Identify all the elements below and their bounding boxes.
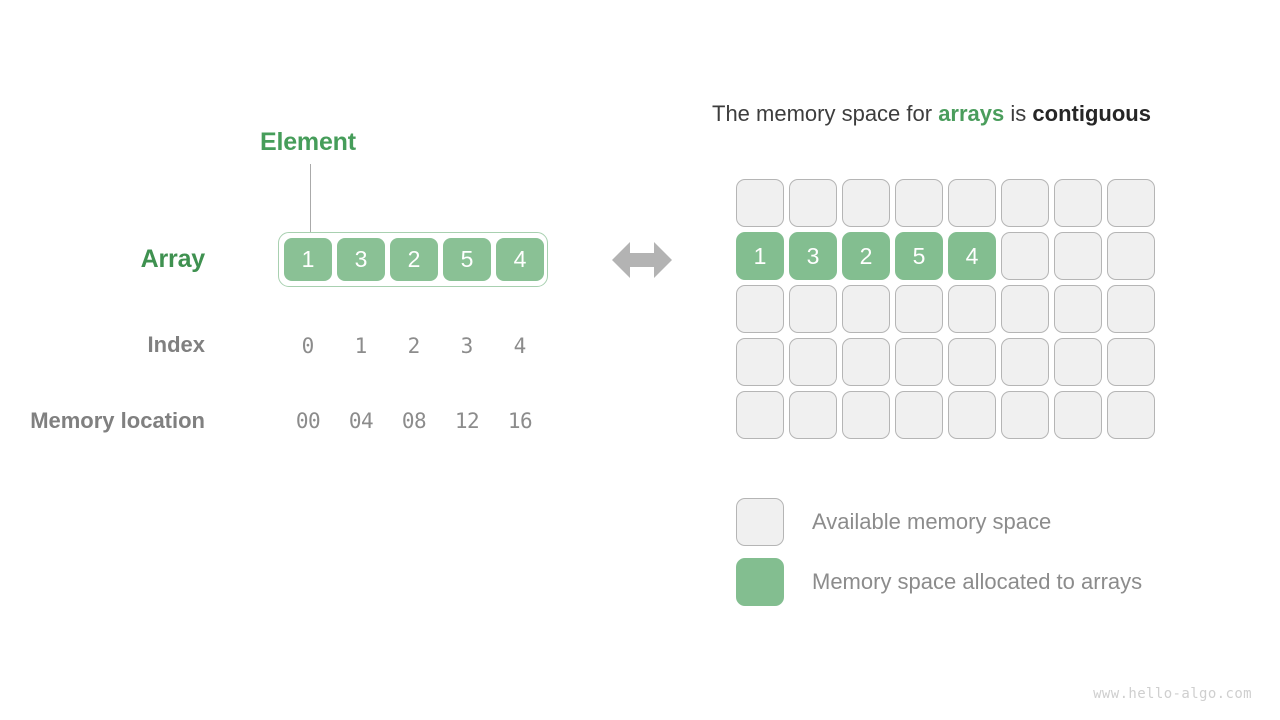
- memory-cell-free: [1054, 285, 1102, 333]
- memory-cell-free: [948, 391, 996, 439]
- array-cell: 2: [390, 238, 438, 281]
- memory-address-value: 00: [295, 409, 321, 433]
- memory-title-part1: The memory space for: [712, 101, 939, 126]
- memory-cell-free: [736, 391, 784, 439]
- array-cell: 3: [337, 238, 385, 281]
- memory-cell-free: [1001, 338, 1049, 386]
- memory-cell-free: [948, 179, 996, 227]
- memory-cell-free: [842, 338, 890, 386]
- legend-item-allocated: Memory space allocated to arrays: [736, 552, 1142, 612]
- memory-cell-free: [1107, 285, 1155, 333]
- memory-cell-allocated: 3: [789, 232, 837, 280]
- memory-cell-free: [895, 285, 943, 333]
- array-cell: 1: [284, 238, 332, 281]
- memory-cell-free: [1107, 391, 1155, 439]
- array-row-label: Array: [140, 245, 206, 273]
- memory-cell-free: [895, 179, 943, 227]
- array-cell-list: 1 3 2 5 4: [284, 238, 544, 281]
- memory-title-keyword-arrays: arrays: [938, 101, 1005, 126]
- index-value: 1: [354, 334, 368, 358]
- memory-cell-free: [1001, 391, 1049, 439]
- element-leader-line-icon: [310, 164, 311, 238]
- memory-cell-free: [789, 179, 837, 227]
- memory-address-value: 08: [401, 409, 427, 433]
- memory-title-keyword-contiguous: contiguous: [1032, 101, 1151, 126]
- memory-cell-free: [736, 179, 784, 227]
- index-value-list: 0 1 2 3 4: [284, 334, 544, 358]
- memory-cell-free: [736, 338, 784, 386]
- memory-cell-free: [1001, 179, 1049, 227]
- array-cell: 4: [496, 238, 544, 281]
- memory-cell-free: [1107, 232, 1155, 280]
- memory-address-value: 04: [348, 409, 374, 433]
- index-value: 3: [460, 334, 474, 358]
- memory-cell-allocated: 5: [895, 232, 943, 280]
- legend: Available memory space Memory space allo…: [736, 492, 1142, 612]
- memory-cell-free: [842, 391, 890, 439]
- memory-cell-free: [1107, 338, 1155, 386]
- double-headed-arrow-icon: [612, 242, 672, 278]
- legend-label-allocated: Memory space allocated to arrays: [812, 569, 1143, 594]
- memory-cell-free: [1001, 232, 1049, 280]
- memory-address-value: 16: [507, 409, 533, 433]
- memory-cell-allocated: 1: [736, 232, 784, 280]
- memory-cell-allocated: 2: [842, 232, 890, 280]
- array-cell: 5: [443, 238, 491, 281]
- index-value: 0: [301, 334, 315, 358]
- memory-title-part2: is: [1004, 101, 1033, 126]
- legend-swatch-free-icon: [736, 498, 784, 546]
- memory-grid: 1 3 2 5 4: [736, 179, 1155, 439]
- memory-cell-free: [895, 338, 943, 386]
- element-annotation-label: Element: [260, 128, 356, 156]
- memory-cell-free: [842, 179, 890, 227]
- memory-cell-free: [895, 391, 943, 439]
- memory-cell-free: [1001, 285, 1049, 333]
- legend-label-available: Available memory space: [812, 509, 1052, 534]
- memory-address-list: 00 04 08 12 16: [284, 409, 544, 433]
- memory-cell-free: [1054, 338, 1102, 386]
- memory-cell-allocated: 4: [948, 232, 996, 280]
- legend-swatch-allocated-icon: [736, 558, 784, 606]
- memory-cell-free: [789, 391, 837, 439]
- memory-cell-free: [1107, 179, 1155, 227]
- index-value: 2: [407, 334, 421, 358]
- memory-cell-free: [789, 338, 837, 386]
- memory-cell-free: [1054, 391, 1102, 439]
- memory-title: The memory space for arrays is contiguou…: [712, 101, 1151, 127]
- memory-cell-free: [1054, 232, 1102, 280]
- memory-cell-free: [1054, 179, 1102, 227]
- memory-cell-free: [789, 285, 837, 333]
- legend-item-available: Available memory space: [736, 492, 1142, 552]
- memory-cell-free: [948, 285, 996, 333]
- memory-cell-free: [948, 338, 996, 386]
- memory-cell-free: [842, 285, 890, 333]
- memory-location-row-label: Memory location: [30, 408, 205, 433]
- index-value: 4: [513, 334, 527, 358]
- memory-cell-free: [736, 285, 784, 333]
- index-row-label: Index: [147, 332, 205, 357]
- footer-watermark: www.hello-algo.com: [1093, 686, 1252, 702]
- memory-address-value: 12: [454, 409, 480, 433]
